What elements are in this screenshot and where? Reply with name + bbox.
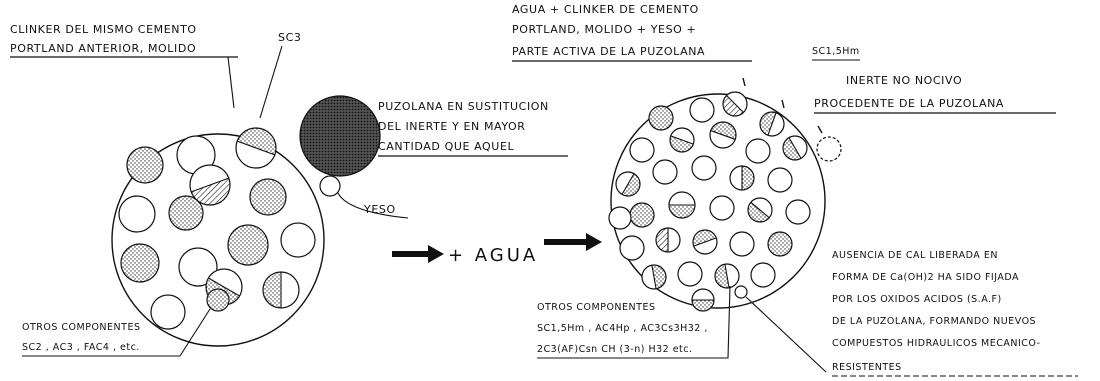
left-title-leader <box>227 56 235 109</box>
hydrated-grain-2 <box>689 97 715 123</box>
otros-grain-left <box>206 288 230 312</box>
right-boundary-circle <box>610 93 826 309</box>
clinker-grain-8 <box>120 243 160 283</box>
right-otros-leader <box>537 285 731 359</box>
arrow-right <box>544 233 602 251</box>
clinker-grain-12 <box>150 294 186 330</box>
left-clinker-grains <box>118 127 316 330</box>
right-title-line1: AGUA + CLINKER DE CEMENTO <box>512 3 699 16</box>
clinker-grain-4 <box>118 195 156 233</box>
hydrated-grain-26 <box>677 261 703 287</box>
hydrated-grain-8 <box>745 138 771 164</box>
inerte-tick <box>817 125 823 134</box>
hydrated-grain-9 <box>782 135 808 161</box>
hydrated-grain-12 <box>691 155 717 181</box>
hydrated-grain-16 <box>668 191 696 219</box>
right-grain-group <box>608 91 842 312</box>
ausencia-line5: COMPUESTOS HIDRAULICOS MECANICO- <box>832 338 1041 349</box>
hydrated-grain-10 <box>615 171 641 197</box>
yeso-leader <box>337 192 409 219</box>
hydrated-grain-13 <box>729 165 755 191</box>
arrow-left <box>392 245 444 263</box>
hydrated-grain-11 <box>652 159 678 185</box>
right-otros-line3: 2C3(AF)Csn CH (3-n) H32 etc. <box>537 344 693 355</box>
right-tick-2 <box>781 99 785 109</box>
hydrated-grain-27 <box>714 263 740 289</box>
hydrated-grain-7 <box>709 121 737 149</box>
hydrated-grain-24 <box>767 231 793 257</box>
inerte-grain <box>816 136 842 162</box>
clinker-grain-7 <box>249 178 287 216</box>
ausencia-leader <box>745 296 827 373</box>
clinker-grain-6 <box>189 164 231 206</box>
hydrated-grain-21 <box>655 227 681 253</box>
inerte-line2: PROCEDENTE DE LA PUZOLANA <box>814 97 1004 110</box>
sc15hm-label: SC1,5Hm <box>812 46 860 57</box>
puzolana-line1: PUZOLANA EN SUSTITUCION <box>378 100 549 113</box>
puzolana-line2: DEL INERTE Y EN MAYOR <box>378 120 526 133</box>
hydrated-grain-18 <box>747 197 773 223</box>
left-boundary-circle <box>111 133 325 347</box>
right-hydrated-grains <box>608 91 811 312</box>
left-grain-group <box>111 95 381 347</box>
yeso-grain <box>319 175 341 197</box>
left-title-line1: CLINKER DEL MISMO CEMENTO <box>10 23 197 36</box>
right-title-line2: PORTLAND, MOLIDO + YESO + <box>512 23 696 36</box>
hydrated-grain-6 <box>669 127 695 153</box>
hydrated-grain-30 <box>608 206 632 230</box>
left-otros-line1: OTROS COMPONENTES <box>22 322 140 333</box>
ausencia-line3: POR LOS OXIDOS ACIDOS (S.A.F) <box>832 294 1002 305</box>
hydrated-grain-20 <box>619 235 645 261</box>
left-otros-line2: SC2 , AC3 , FAC4 , etc. <box>22 342 140 353</box>
right-otros-line1: OTROS COMPONENTES <box>537 302 655 313</box>
ausencia-line4: DE LA PUZOLANA, FORMANDO NUEVOS <box>832 316 1036 327</box>
hydrated-grain-5 <box>629 137 655 163</box>
right-otros-line2: SC1,5Hm , AC4Hp , AC3Cs3H32 , <box>537 323 708 334</box>
sc3-leader <box>259 45 283 119</box>
clinker-grain-1 <box>126 146 164 184</box>
left-otros-leader <box>22 308 211 357</box>
hydrated-grain-25 <box>641 264 667 290</box>
clinker-grain-3 <box>235 127 277 169</box>
clinker-grain-11 <box>280 222 316 258</box>
clinker-grain-9 <box>178 247 218 287</box>
hydrated-grain-4 <box>759 111 785 137</box>
hydrated-grain-3 <box>722 91 748 117</box>
hydrated-grain-28 <box>750 262 776 288</box>
otros-grain-right <box>734 285 748 299</box>
hydrated-grain-23 <box>729 231 755 257</box>
hydrated-grain-14 <box>767 167 793 193</box>
agua-label: + AGUA <box>448 245 538 266</box>
puzolana-line3: CANTIDAD QUE AQUEL <box>378 140 515 153</box>
right-tick-1 <box>742 77 746 87</box>
sc3-label: SC3 <box>278 31 301 44</box>
puzolana-grain <box>299 95 381 177</box>
ausencia-line1: AUSENCIA DE CAL LIBERADA EN <box>832 250 998 261</box>
hydrated-grain-15 <box>629 202 655 228</box>
right-title-line3: PARTE ACTIVA DE LA PUZOLANA <box>512 45 705 58</box>
hydrated-grain-29 <box>691 288 715 312</box>
ausencia-line6: RESISTENTES <box>832 362 902 373</box>
hydrated-grain-19 <box>785 199 811 225</box>
hydrated-grain-17 <box>709 195 735 221</box>
left-title-line2: PORTLAND ANTERIOR, MOLIDO <box>10 42 196 55</box>
hydrated-grain-1 <box>648 105 674 131</box>
hydrated-grain-22 <box>692 229 718 255</box>
clinker-grain-5 <box>168 195 204 231</box>
clinker-grain-14 <box>262 271 300 309</box>
clinker-grain-10 <box>227 224 269 266</box>
inerte-line1: INERTE NO NOCIVO <box>846 74 962 87</box>
yeso-label: YESO <box>363 203 396 216</box>
ausencia-line2: FORMA DE Ca(OH)2 HA SIDO FIJADA <box>832 272 1019 283</box>
